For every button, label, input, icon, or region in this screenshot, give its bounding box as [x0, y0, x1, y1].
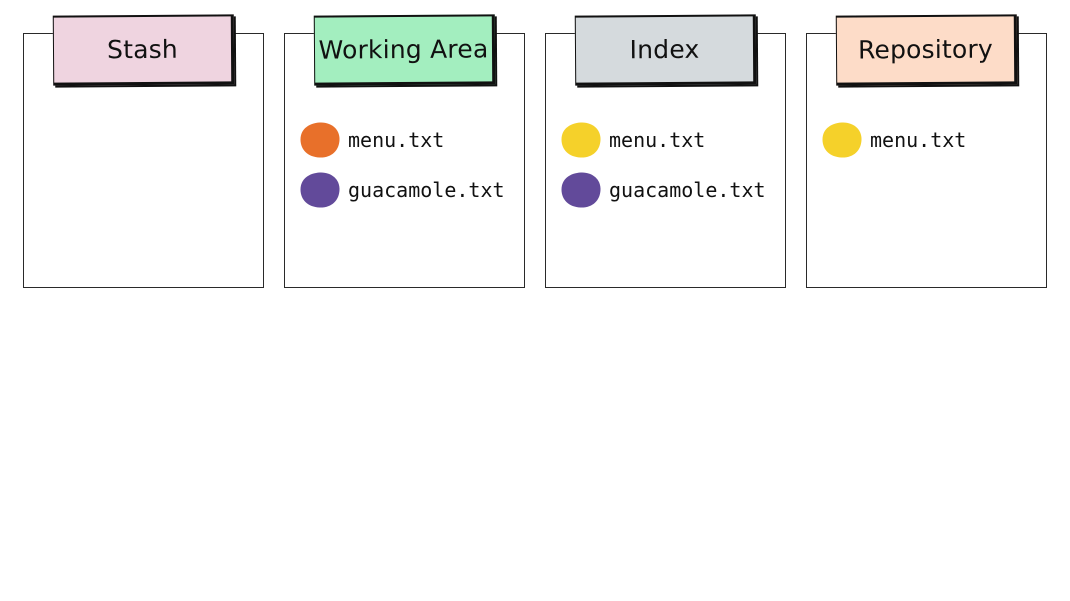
stash-title: Stash [106, 34, 179, 65]
index-panel: Index menu.txt guacamole.txt [545, 14, 786, 288]
working-area-panel: Working Area menu.txt guacamole.txt [284, 14, 525, 288]
file-dot-icon [560, 171, 602, 209]
file-item: guacamole.txt [560, 170, 766, 210]
file-dot-icon [560, 121, 602, 159]
stash-panel: Stash [23, 14, 264, 288]
working-area-title: Working Area [318, 34, 489, 65]
file-item: guacamole.txt [299, 170, 505, 210]
file-item: menu.txt [821, 120, 966, 160]
file-dot-icon [299, 171, 341, 209]
file-name: menu.txt [348, 128, 445, 152]
file-name: guacamole.txt [609, 178, 766, 202]
file-name: guacamole.txt [348, 178, 505, 202]
repository-panel: Repository menu.txt [806, 14, 1047, 288]
file-name: menu.txt [609, 128, 706, 152]
file-dot-icon [299, 121, 341, 159]
working-area-tab: Working Area [313, 14, 496, 86]
index-tab: Index [574, 14, 757, 86]
repository-tab: Repository [835, 14, 1018, 86]
file-name: menu.txt [870, 128, 967, 152]
file-item: menu.txt [299, 120, 444, 160]
index-title: Index [629, 34, 700, 65]
file-dot-icon [821, 121, 863, 159]
stash-tab: Stash [52, 14, 235, 86]
repository-title: Repository [857, 34, 994, 65]
file-item: menu.txt [560, 120, 705, 160]
